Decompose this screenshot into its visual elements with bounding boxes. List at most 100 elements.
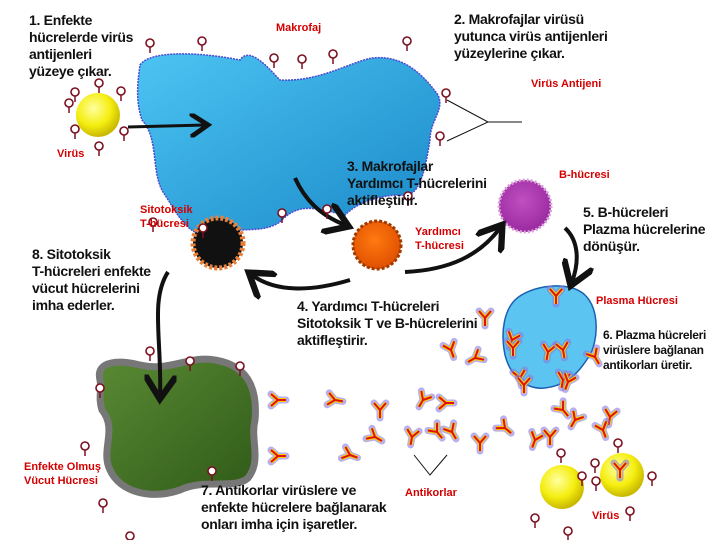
virus-antigen-icon (148, 217, 158, 232)
step-3-line: Yardımcı T-hücrelerini (347, 175, 487, 191)
step-2-line: yutunca virüs antijenleri (454, 28, 608, 44)
macrophage-cell (136, 53, 441, 237)
arrow-helper-to-cytotoxic (252, 275, 351, 288)
step-7-line: enfekte hücrelere bağlanarak (201, 499, 387, 515)
antibody-pointer-lines (413, 454, 448, 476)
step-5-line: dönüşür. (583, 238, 640, 254)
antibody-icon (552, 338, 572, 362)
label-line: T-hücresi (415, 240, 464, 252)
label-line: T-hücresi (140, 218, 189, 230)
label-line: Vücut Hücresi (24, 475, 98, 487)
b-cell (497, 178, 553, 234)
virus-antigen-icon (556, 448, 566, 463)
virus-antigen-icon (277, 208, 287, 223)
virus-antigen-icon (185, 356, 195, 371)
step-2-line: yüzeylerine çıkar. (454, 45, 565, 61)
step-7-line: onları imha için işaretler. (201, 516, 358, 532)
antibody-icon (439, 337, 458, 362)
antibody-icon (550, 397, 572, 420)
virus-antigen-icon (98, 498, 108, 513)
antibody-icon (439, 419, 460, 443)
arrow-helper-to-b (404, 228, 500, 274)
virus-antigen-icon (145, 38, 155, 53)
label-line: Sitotoksik (140, 204, 193, 216)
virus-antigen-icon (64, 98, 74, 113)
virus-label-top: Virüs (57, 148, 85, 160)
helper-t-cell (351, 219, 403, 271)
virus-label-bottom: Virüs (592, 510, 620, 522)
antibody-icon (415, 387, 436, 411)
step-8-line: 8. Sitotoksik (32, 246, 111, 262)
antibody-icon (435, 393, 458, 413)
antibody-icon (582, 344, 603, 368)
label-line: Yardımcı (415, 226, 461, 238)
antibody-icon (528, 427, 547, 452)
virus-antigen-icon (328, 49, 338, 64)
step-6-line: antikorları üretir. (603, 358, 692, 372)
virus-antigen-icon (198, 223, 208, 238)
virus-antigen-icon (70, 124, 80, 139)
step-3-line: 3. Makrofajlar (347, 158, 434, 174)
virus-antigen-label: Virüs Antijeni (531, 78, 602, 90)
virus-antigen-icon (119, 126, 129, 141)
virus-antigen-icon (647, 471, 657, 486)
virus-antigen-icon (403, 191, 413, 206)
virus-antigen-icon (625, 506, 635, 521)
virus-antigen-icon (80, 441, 90, 456)
virus-antigen-icon (197, 36, 207, 51)
virus-antigen-icon (577, 471, 587, 486)
antibody-icon (503, 337, 523, 360)
antibody-icon (424, 419, 446, 442)
antibody-icon (403, 425, 423, 449)
virus-antigen-icon (207, 466, 217, 481)
plasma-cell-label: Plasma Hücresi (596, 295, 678, 307)
virus-antigen-icon (116, 86, 126, 101)
arrow-macrophage-to-helper (293, 177, 345, 225)
arrow-virus-to-macrophage (127, 125, 205, 127)
step-6-line: virüslere bağlanan (603, 343, 704, 357)
antibody-icon (475, 307, 495, 330)
virus-antigen-icon (322, 204, 332, 219)
virus-antigen-icon (563, 526, 573, 540)
antibody-icon (567, 407, 588, 431)
virus-particle-bottom-left (540, 465, 584, 509)
step-1-line: 1. Enfekte (29, 12, 93, 28)
virus-antigen-icon (530, 513, 540, 528)
virus-antigen-icon (402, 36, 412, 51)
step-8-line: T-hücreleri enfekte (32, 263, 151, 279)
virus-antigen-icon (269, 53, 279, 68)
step-8-line: vücut hücrelerini (32, 280, 140, 296)
infected-body-cell (95, 355, 259, 498)
step-4-line: aktifleştirir. (297, 332, 368, 348)
step-3-line: aktifleştirir. (347, 192, 418, 208)
antibody-icon (267, 390, 290, 410)
antibody-icon (492, 415, 515, 437)
antibody-icon (464, 345, 488, 366)
virus-antigen-icon (613, 438, 623, 453)
macrophage-label: Makrofaj (276, 22, 322, 34)
virus-antigen-icon (94, 141, 104, 156)
antibody-icon (470, 432, 490, 455)
antibody-icon (514, 374, 534, 397)
antibody-icon (540, 426, 560, 449)
virus-particle-top (76, 93, 120, 137)
antibody-icon (337, 443, 362, 462)
virus-antigen-icon (125, 531, 135, 540)
step-4-line: 4. Yardımcı T-hücreleri (297, 298, 440, 314)
antigen-group (64, 36, 657, 540)
step-5-line: Plazma hücrelerine (583, 221, 706, 237)
step-1-line: hücrelerde virüs (29, 29, 134, 45)
arrow-cytotoxic-to-infected (158, 270, 168, 395)
antibody-group (267, 285, 630, 482)
